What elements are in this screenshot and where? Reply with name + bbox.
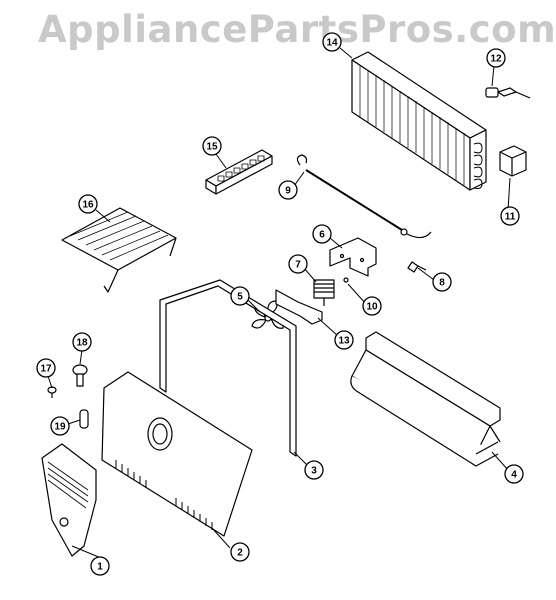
callout-11: 11 [500, 206, 520, 226]
part-14-evaporator [351, 51, 487, 191]
callout-16: 16 [78, 194, 98, 214]
callout-9-number: 9 [285, 186, 291, 197]
part-16-shelf [61, 207, 177, 293]
part-1-vent-cover [41, 443, 97, 557]
callout-2-number: 2 [237, 548, 243, 559]
callout-14-number: 14 [326, 38, 338, 49]
callout-4-number: 4 [511, 470, 517, 481]
callout-12: 12 [486, 48, 506, 68]
part-2-rear-panel [101, 371, 253, 537]
callout-19-number: 19 [54, 422, 66, 433]
callout-15-number: 15 [206, 142, 218, 153]
callout-18-number: 18 [76, 338, 88, 349]
callout-17-number: 17 [40, 364, 52, 375]
callout-16-number: 16 [82, 200, 94, 211]
part-11-block [499, 145, 527, 177]
callout-5: 5 [230, 286, 250, 306]
callout-10: 10 [362, 296, 382, 316]
part-4-drain-trough [350, 331, 501, 467]
part-12-clip [485, 87, 531, 99]
callout-4: 4 [504, 464, 524, 484]
part-7-fan-motor [313, 279, 335, 306]
callout-17: 17 [36, 358, 56, 378]
part-19-light-cover [79, 409, 89, 429]
part-8-screw [407, 261, 427, 273]
callout-7-number: 7 [295, 260, 301, 271]
callout-8-number: 8 [439, 278, 445, 289]
callout-9: 9 [278, 180, 298, 200]
callout-3-number: 3 [311, 466, 317, 477]
callout-2: 2 [230, 542, 250, 562]
callout-8: 8 [432, 272, 452, 292]
callout-19: 19 [50, 416, 70, 436]
callout-13: 13 [334, 330, 354, 350]
part-17-screw [47, 386, 57, 398]
part-9-heater-rod [296, 154, 432, 239]
part-15-ice-tray [205, 149, 273, 195]
callout-15: 15 [202, 136, 222, 156]
callout-3: 3 [304, 460, 324, 480]
part-10-clip [343, 277, 349, 283]
part-3-gasket [159, 279, 297, 457]
part-13-motor-bracket [275, 289, 323, 325]
callout-10-number: 10 [366, 302, 378, 313]
callout-1: 1 [90, 556, 110, 576]
callout-6-number: 6 [319, 230, 325, 241]
callout-18: 18 [72, 332, 92, 352]
callout-11-number: 11 [505, 212, 516, 223]
part-18-knob [72, 364, 88, 387]
watermark-logo: AppliancePartsPros.com [38, 8, 556, 51]
callout-5-number: 5 [237, 292, 243, 303]
callout-6: 6 [312, 224, 332, 244]
callout-1-number: 1 [97, 562, 103, 573]
callout-12-number: 12 [490, 54, 502, 65]
callout-14: 14 [322, 32, 342, 52]
callout-13-number: 13 [338, 336, 350, 347]
callout-7: 7 [288, 254, 308, 274]
